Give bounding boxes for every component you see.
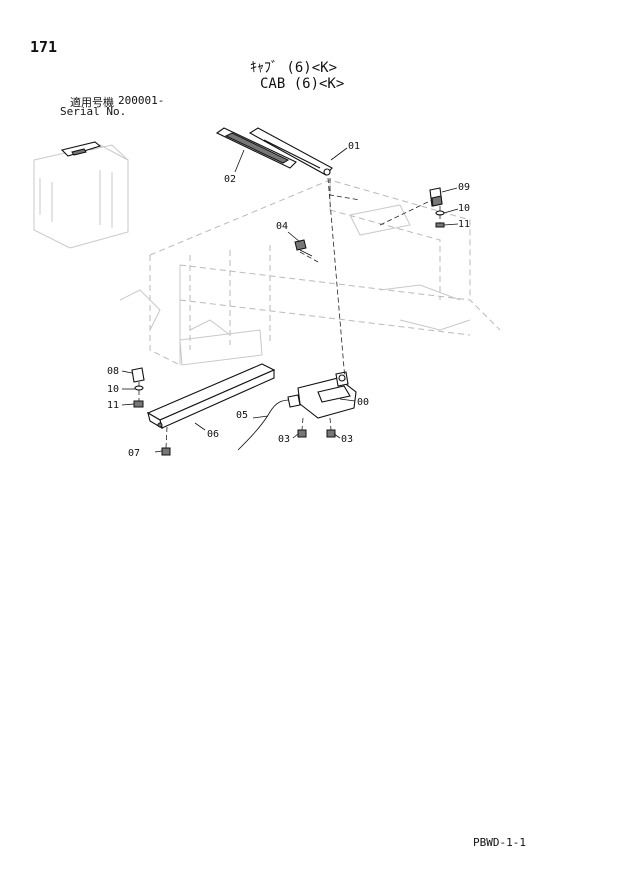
serial-value: 200001- (118, 94, 165, 107)
leader-lines (121, 147, 459, 453)
assembly-lines (138, 177, 441, 449)
wiper-blade-part-02 (215, 127, 297, 169)
wiper-motor-part-00 (297, 371, 357, 419)
callout-08: 08 (107, 366, 119, 377)
callout-07: 07 (128, 448, 140, 459)
cab-body-outline (119, 179, 501, 366)
bracket-part-09 (429, 187, 443, 207)
callout-06: 06 (207, 429, 219, 440)
callout-11-lower: 11 (107, 400, 119, 411)
cover-part-06 (146, 363, 276, 430)
washer-nozzle-part-04 (294, 239, 313, 257)
serial-label-japanese: 適用号機 (70, 96, 114, 109)
serial-label-english: Serial No. (60, 105, 127, 118)
callout-10-upper: 10 (458, 203, 470, 214)
callout-11-upper: 11 (458, 219, 470, 230)
bolt-part-11-upper (435, 222, 445, 228)
harness-part-05 (237, 394, 301, 451)
callout-04: 04 (276, 221, 288, 232)
bracket-part-08 (131, 367, 145, 383)
callout-03-right: 03 (341, 434, 353, 445)
footer-code: PBWD-1-1 (473, 836, 526, 849)
callout-00: 00 (357, 397, 369, 408)
callout-09: 09 (458, 182, 470, 193)
callout-03-left: 03 (278, 434, 290, 445)
screw-part-03-right (326, 429, 336, 438)
wiper-arm-part-01 (248, 127, 333, 176)
screw-part-07 (161, 447, 171, 456)
callout-02: 02 (224, 174, 236, 185)
bolt-part-11-lower (133, 400, 144, 408)
page-title-english: CAB (6)<K> (260, 76, 345, 92)
callout-05: 05 (236, 410, 248, 421)
callout-labels: 01 02 09 10 11 04 08 10 11 06 05 00 03 0… (107, 141, 470, 459)
callout-10-lower: 10 (107, 384, 119, 395)
screw-part-03-left (297, 429, 307, 438)
page-title-japanese: ｷｬﾌﾞ (6)<K> (250, 60, 338, 76)
page-number: 171 (30, 38, 58, 56)
callout-01: 01 (348, 141, 360, 152)
cab-locator-thumbnail (33, 141, 129, 249)
